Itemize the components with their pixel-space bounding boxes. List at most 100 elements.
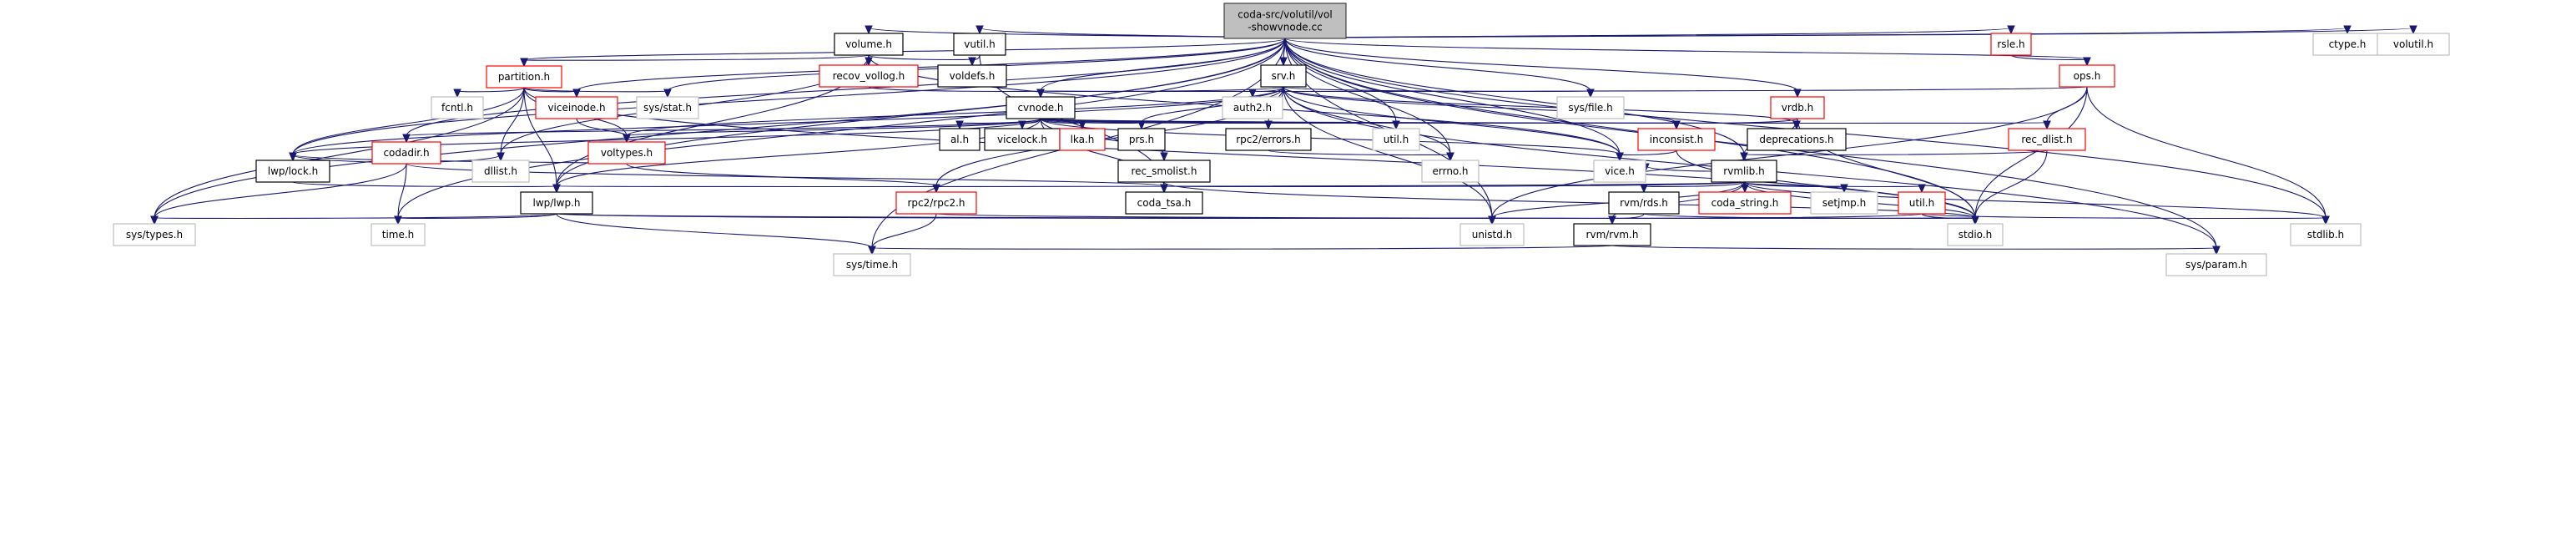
node-box[interactable] xyxy=(1810,191,1878,215)
node-box[interactable] xyxy=(1223,3,1347,39)
node-box[interactable] xyxy=(1006,96,1076,119)
node-utilh[interactable]: util.h xyxy=(1372,128,1420,151)
node-volutil[interactable]: volutil.h xyxy=(2377,33,2450,56)
edge-line xyxy=(1283,86,1677,124)
node-box[interactable] xyxy=(1711,160,1777,183)
node-ctype[interactable]: ctype.h xyxy=(2312,33,2382,56)
node-box[interactable] xyxy=(486,65,562,89)
node-box[interactable] xyxy=(2059,64,2115,88)
node-box[interactable] xyxy=(1770,96,1825,119)
node-stdio[interactable]: stdio.h xyxy=(1947,223,2004,246)
node-lka[interactable]: lka.h xyxy=(1059,128,1106,151)
node-box[interactable] xyxy=(255,160,330,183)
node-box[interactable] xyxy=(1260,64,1307,88)
node-box[interactable] xyxy=(371,141,441,165)
node-fcntl[interactable]: fcntl.h xyxy=(431,96,484,119)
node-prs[interactable]: prs.h xyxy=(1117,128,1166,151)
node-box[interactable] xyxy=(1637,128,1716,151)
node-box[interactable] xyxy=(1117,128,1166,151)
node-box[interactable] xyxy=(819,64,919,88)
node-box[interactable] xyxy=(2165,253,2267,276)
node-rec_smolist[interactable]: rec_smolist.h xyxy=(1117,160,1211,183)
node-box[interactable] xyxy=(1222,96,1283,119)
node-box[interactable] xyxy=(520,191,593,215)
node-codadir[interactable]: codadir.h xyxy=(371,141,441,165)
node-sysstat[interactable]: sys/stat.h xyxy=(636,96,699,119)
node-vice[interactable]: vice.h xyxy=(1593,160,1646,183)
node-box[interactable] xyxy=(833,253,911,276)
node-box[interactable] xyxy=(1421,160,1480,183)
node-coda_string[interactable]: coda_string.h xyxy=(1698,191,1792,215)
node-box[interactable] xyxy=(937,64,1007,88)
node-utilred[interactable]: util.h xyxy=(1898,191,1946,215)
node-box[interactable] xyxy=(636,96,699,119)
node-box[interactable] xyxy=(587,141,666,165)
node-sysparam[interactable]: sys/param.h xyxy=(2165,253,2267,276)
node-cvnode[interactable]: cvnode.h xyxy=(1006,96,1076,119)
node-srv[interactable]: srv.h xyxy=(1260,64,1307,88)
node-box[interactable] xyxy=(1747,128,1847,151)
node-box[interactable] xyxy=(1117,160,1211,183)
node-ops[interactable]: ops.h xyxy=(2059,64,2115,88)
node-box[interactable] xyxy=(1459,223,1525,246)
node-box[interactable] xyxy=(1990,33,2032,56)
node-vrdb[interactable]: vrdb.h xyxy=(1770,96,1825,119)
node-box[interactable] xyxy=(1947,223,2004,246)
node-box[interactable] xyxy=(1608,191,1680,215)
node-box[interactable] xyxy=(1225,128,1312,151)
node-box[interactable] xyxy=(1593,160,1646,183)
node-box[interactable] xyxy=(1698,191,1792,215)
node-box[interactable] xyxy=(371,223,426,246)
node-rpc2rpc2[interactable]: rpc2/rpc2.h xyxy=(895,191,977,215)
node-timeh[interactable]: time.h xyxy=(371,223,426,246)
node-box[interactable] xyxy=(1372,128,1420,151)
node-box[interactable] xyxy=(1898,191,1946,215)
node-box[interactable] xyxy=(113,223,196,246)
node-box[interactable] xyxy=(939,128,980,151)
node-rsle[interactable]: rsle.h xyxy=(1990,33,2032,56)
node-al[interactable]: al.h xyxy=(939,128,980,151)
node-box[interactable] xyxy=(2008,128,2086,151)
node-box[interactable] xyxy=(2312,33,2382,56)
node-errno[interactable]: errno.h xyxy=(1421,160,1480,183)
node-root[interactable]: coda-src/volutil/vol-showvnode.cc xyxy=(1223,3,1347,39)
node-vicelock[interactable]: vicelock.h xyxy=(984,128,1061,151)
node-sysfile[interactable]: sys/file.h xyxy=(1556,96,1625,119)
node-recov_vollog[interactable]: recov_vollog.h xyxy=(819,64,919,88)
node-volume[interactable]: volume.h xyxy=(834,33,904,56)
node-box[interactable] xyxy=(895,191,977,215)
node-rpc2errors[interactable]: rpc2/errors.h xyxy=(1225,128,1312,151)
node-dllist[interactable]: dllist.h xyxy=(471,160,530,183)
node-box[interactable] xyxy=(834,33,904,56)
node-unistd[interactable]: unistd.h xyxy=(1459,223,1525,246)
node-setjmp[interactable]: setjmp.h xyxy=(1810,191,1878,215)
node-lwplwp[interactable]: lwp/lwp.h xyxy=(520,191,593,215)
node-box[interactable] xyxy=(2290,223,2362,246)
node-rvmrds[interactable]: rvm/rds.h xyxy=(1608,191,1680,215)
node-systypes[interactable]: sys/types.h xyxy=(113,223,196,246)
node-viceinode[interactable]: viceinode.h xyxy=(535,96,618,119)
node-stdlib[interactable]: stdlib.h xyxy=(2290,223,2362,246)
node-box[interactable] xyxy=(1556,96,1625,119)
node-deprecations[interactable]: deprecations.h xyxy=(1747,128,1847,151)
node-box[interactable] xyxy=(535,96,618,119)
node-rec_dlist[interactable]: rec_dlist.h xyxy=(2008,128,2086,151)
node-auth2[interactable]: auth2.h xyxy=(1222,96,1283,119)
node-box[interactable] xyxy=(471,160,530,183)
node-coda_tsa[interactable]: coda_tsa.h xyxy=(1125,191,1203,215)
node-box[interactable] xyxy=(1125,191,1203,215)
node-partition[interactable]: partition.h xyxy=(486,65,562,89)
node-box[interactable] xyxy=(2377,33,2450,56)
node-rvmlib[interactable]: rvmlib.h xyxy=(1711,160,1777,183)
node-box[interactable] xyxy=(953,33,1006,56)
node-box[interactable] xyxy=(1059,128,1106,151)
node-box[interactable] xyxy=(431,96,484,119)
node-rvmrvm[interactable]: rvm/rvm.h xyxy=(1573,223,1651,246)
node-vutil[interactable]: vutil.h xyxy=(953,33,1006,56)
node-voldefs[interactable]: voldefs.h xyxy=(937,64,1007,88)
node-inconsist[interactable]: inconsist.h xyxy=(1637,128,1716,151)
node-systime[interactable]: sys/time.h xyxy=(833,253,911,276)
node-lwplock[interactable]: lwp/lock.h xyxy=(255,160,330,183)
node-box[interactable] xyxy=(1573,223,1651,246)
node-voltypes[interactable]: voltypes.h xyxy=(587,141,666,165)
